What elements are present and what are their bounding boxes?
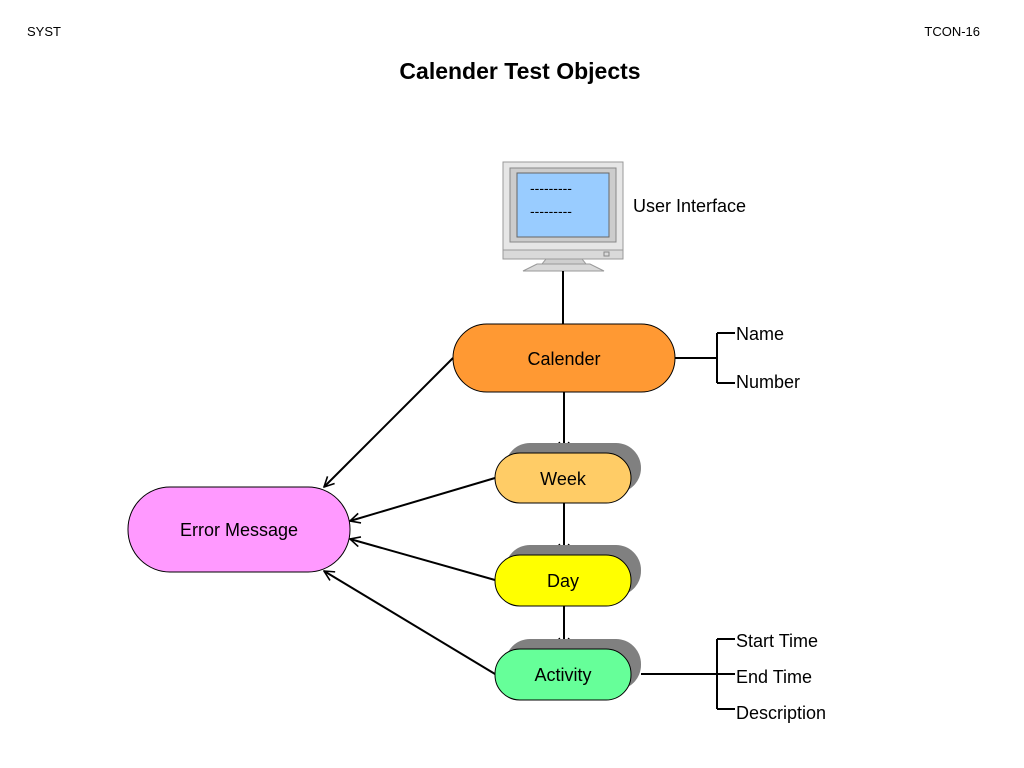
header-right-label: TCON-16 (924, 24, 980, 39)
screen-line-2: --------- (530, 203, 572, 219)
attribute-name: Name (736, 324, 784, 344)
day-error-arrow (350, 539, 496, 581)
calender-attributes-bracket (675, 332, 735, 384)
attribute-description: Description (736, 703, 826, 723)
error-message-label: Error Message (180, 520, 298, 540)
activity-label: Activity (534, 665, 591, 685)
day-label: Day (547, 571, 579, 591)
error-message-node[interactable] (127, 486, 351, 573)
calender-label: Calender (527, 349, 600, 369)
header-left-label: SYST (27, 24, 61, 39)
week-error-arrow (350, 477, 496, 521)
activity-node[interactable] (494, 648, 632, 701)
user-interface-label: User Interface (633, 196, 746, 216)
attribute-start-time: Start Time (736, 631, 818, 651)
activity-attributes-bracket (641, 638, 735, 710)
week-label: Week (540, 469, 587, 489)
screen-line-1: --------- (530, 180, 572, 196)
calender-error-arrow (324, 357, 454, 487)
attribute-number: Number (736, 372, 800, 392)
monitor-screen (516, 172, 610, 238)
page-title: Calender Test Objects (399, 58, 641, 84)
monitor-icon: --------- --------- (502, 161, 624, 272)
attribute-end-time: End Time (736, 667, 812, 687)
activity-error-arrow (324, 571, 496, 675)
